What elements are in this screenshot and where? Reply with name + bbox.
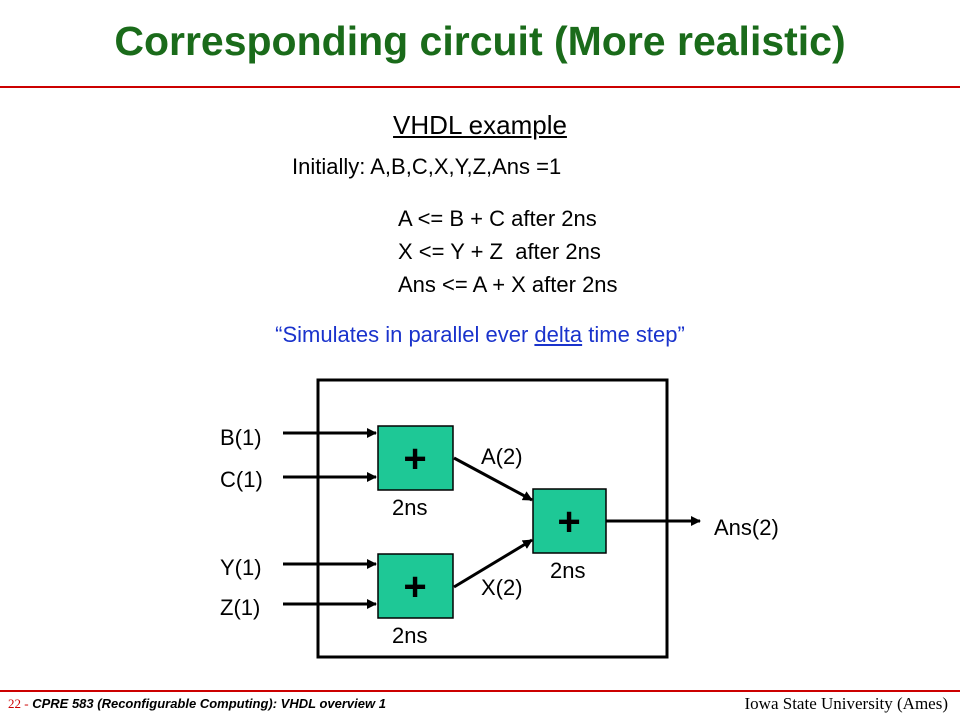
adder-bottom [377, 553, 454, 619]
label-b: B(1) [220, 425, 262, 450]
adder-bottom-symbol: + [403, 565, 426, 609]
circuit-diagram: + + + B(1) C(1) Y(1) Z(1) 2ns 2ns 2ns A(… [220, 378, 779, 659]
footer-institution: Iowa State University (Ames) [744, 694, 948, 713]
footer-divider [0, 690, 960, 692]
label-ans: Ans(2) [714, 515, 779, 540]
adder-output-symbol: + [557, 500, 580, 544]
wire-x [453, 538, 533, 589]
quote-after: time step” [582, 322, 685, 347]
quote-underlined: delta [534, 322, 583, 347]
simulation-quote: “Simulates in parallel ever delta time s… [0, 322, 960, 348]
page-number: 22 - [8, 696, 29, 711]
delay-output: 2ns [550, 558, 585, 583]
slide-title: Corresponding circuit (More realistic) [114, 18, 846, 64]
adder-top [377, 425, 454, 491]
code-line-2: X <= Y + Z after 2ns [398, 239, 601, 264]
adder-top-symbol: + [403, 437, 426, 481]
label-y: Y(1) [220, 555, 262, 580]
label-a: A(2) [481, 444, 523, 469]
label-z: Z(1) [220, 595, 260, 620]
adder-output [532, 488, 607, 554]
delay-top: 2ns [392, 495, 427, 520]
delay-bottom: 2ns [392, 623, 427, 648]
code-line-1: A <= B + C after 2ns [398, 206, 597, 231]
code-line-3: Ans <= A + X after 2ns [398, 272, 618, 297]
label-c: C(1) [220, 467, 263, 492]
initial-values-text: Initially: A,B,C,X,Y,Z,Ans =1 [292, 154, 562, 179]
circuit-boundary [316, 378, 669, 659]
slide-subtitle: VHDL example [393, 110, 567, 140]
footer-course: 22 - CPRE 583 (Reconfigurable Computing)… [8, 696, 386, 712]
title-divider [0, 86, 960, 88]
wire-a [453, 456, 533, 502]
label-x: X(2) [481, 575, 523, 600]
quote-before: “Simulates in parallel ever [275, 322, 535, 347]
course-name: CPRE 583 (Reconfigurable Computing): VHD… [32, 696, 386, 711]
